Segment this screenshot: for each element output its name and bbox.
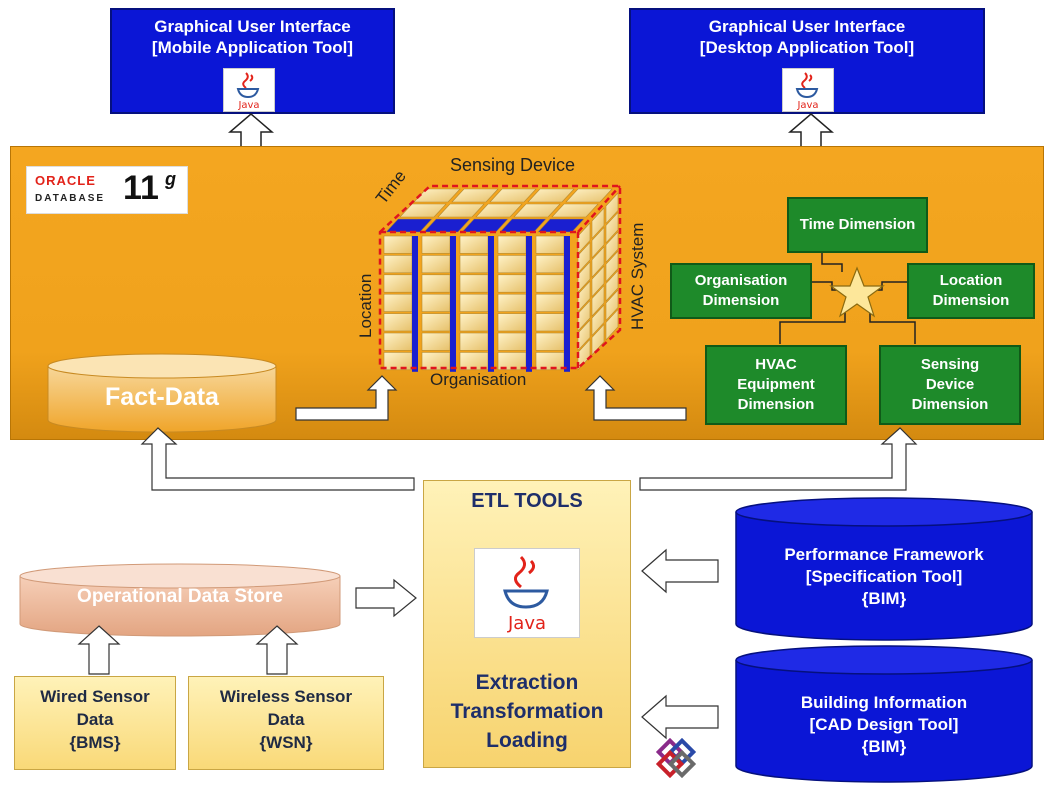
building-information-label: Building Information [CAD Design Tool] {… (800, 693, 968, 756)
dimension-location: Location Dimension (907, 263, 1035, 319)
svg-text:Java: Java (237, 100, 259, 111)
java-cup-icon: Java (236, 72, 260, 111)
arrow-star-to-cube-icon (584, 375, 687, 421)
data-cube (378, 184, 622, 372)
svg-text:Java: Java (507, 613, 546, 634)
arrow-wired-to-ods-icon (77, 625, 121, 675)
dimension-sensing-device: Sensing Device Dimension (879, 345, 1021, 425)
java-cup-icon: Java (503, 555, 549, 634)
oracle-brand-text: ORACLE (35, 173, 96, 188)
oracle-version-suffix: g (165, 169, 176, 189)
oracle-version-text: 11 (123, 169, 159, 207)
etl-description: Extraction Transformation Loading (450, 671, 604, 752)
fact-data-label: Fact-Data (105, 383, 219, 411)
wireless-sensor-box: Wireless Sensor Data {WSN} (188, 676, 384, 770)
oracle-database-logo: ORACLE DATABASE 11 g (26, 166, 188, 214)
ods-label: Operational Data Store (77, 586, 283, 607)
fact-data-cylinder (47, 353, 277, 433)
gui-desktop-subtitle: [Desktop Application Tool] (699, 38, 915, 57)
ifc-logo-icon (656, 738, 696, 778)
java-logo-etl: Java (474, 548, 580, 638)
wired-sensor-box: Wired Sensor Data {BMS} (14, 676, 176, 770)
gui-desktop-title: Graphical User Interface (708, 17, 906, 36)
etl-title: ETL TOOLS (471, 490, 583, 512)
performance-framework-cylinder (735, 497, 1033, 641)
cube-label-hvac-system: HVAC System (628, 222, 647, 330)
gui-mobile-title: Graphical User Interface (154, 17, 351, 36)
cube-label-organisation: Organisation (430, 370, 527, 389)
arrow-ods-to-etl-icon (355, 578, 417, 618)
ods-cylinder (19, 563, 341, 637)
dimension-organisation: Organisation Dimension (670, 263, 812, 319)
dimension-hvac-equipment: HVAC Equipment Dimension (705, 345, 847, 425)
arrow-perf-to-etl-icon (641, 548, 719, 594)
cube-label-location: Location (356, 273, 375, 338)
java-cup-icon: Java (795, 72, 819, 111)
gui-desktop-box: Graphical User Interface [Desktop Applic… (629, 8, 985, 114)
arrow-building-to-etl-icon (641, 694, 719, 740)
svg-text:Java: Java (796, 100, 818, 111)
gui-mobile-subtitle: [Mobile Application Tool] (151, 38, 354, 57)
cube-label-sensing-device: Sensing Device (450, 155, 576, 175)
arrow-etl-to-fact-icon (140, 427, 415, 491)
oracle-database-text: DATABASE (35, 193, 106, 204)
dimension-time: Time Dimension (787, 197, 928, 253)
arrow-etl-to-star-icon (639, 427, 918, 491)
java-logo-mobile: Java (223, 68, 275, 112)
arrow-wireless-to-ods-icon (255, 625, 299, 675)
star-schema-connectors (779, 250, 916, 344)
building-information-cylinder (735, 645, 1033, 783)
star-icon (829, 266, 885, 318)
java-logo-desktop: Java (782, 68, 834, 112)
performance-framework-label: Performance Framework [Specification Too… (784, 545, 984, 608)
arrow-fact-to-cube-icon (295, 375, 398, 421)
